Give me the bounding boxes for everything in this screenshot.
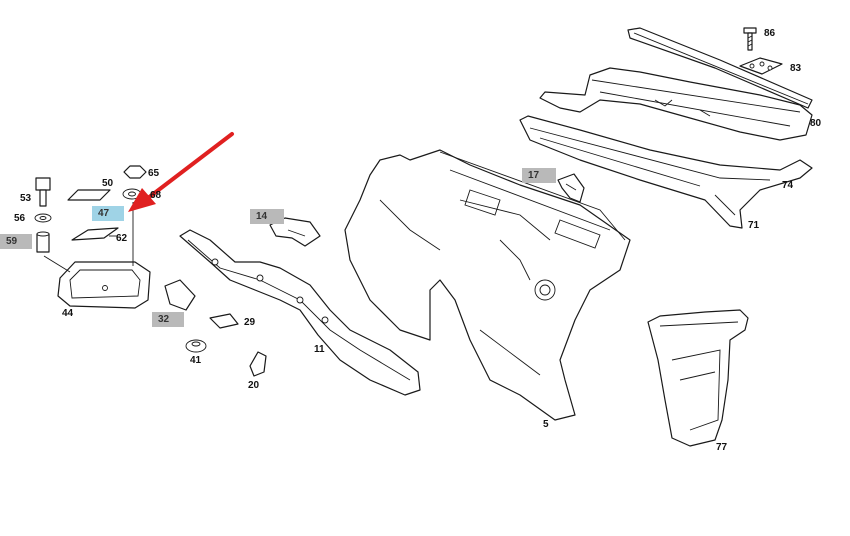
part-50-plate [67,189,111,201]
part-11-sidemember [179,229,421,396]
label-11: 11 [314,344,325,355]
part-44-tray [57,261,151,309]
label-29: 29 [244,317,256,328]
part-56-washer [34,213,52,223]
part-65-nut [123,165,147,179]
label-74: 74 [782,180,794,191]
label-44: 44 [62,308,74,319]
label-83: 83 [790,63,802,74]
leader-lines [43,202,134,273]
part-80-cowl-panel [539,67,813,141]
label-62: 62 [116,233,128,244]
label-17: 17 [522,168,556,183]
part-59-spacer [36,231,50,253]
part-77-sidepanel [647,309,749,447]
part-32-bracket [164,279,196,311]
part-17-bracket [557,173,585,203]
part-86-bolt [743,27,757,51]
red-arrow-icon [128,132,234,212]
label-86: 86 [764,28,776,39]
label-77: 77 [716,442,728,453]
part-41-grommet [185,339,207,353]
label-71: 71 [748,220,760,231]
label-80: 80 [810,118,822,129]
label-41: 41 [190,355,202,366]
label-65: 65 [148,168,160,179]
part-cowl-strip [627,27,813,109]
label-32: 32 [152,312,184,327]
label-14: 14 [250,209,284,224]
part-20-clip [249,351,267,377]
part-74-crossmember [519,115,813,229]
label-68: 68 [150,190,162,201]
part-14-bracket [269,217,321,247]
part-29-clip [209,313,239,329]
label-56: 56 [14,213,26,224]
label-53: 53 [20,193,32,204]
part-62-strip [71,227,119,241]
part-83-plate [739,57,783,75]
label-59: 59 [0,234,32,249]
label-50: 50 [102,178,114,189]
label-5: 5 [543,419,549,430]
label-20: 20 [248,380,260,391]
part-53-bolt [35,177,51,207]
label-47: 47 [92,206,124,221]
part-5-bulkhead [344,149,631,421]
